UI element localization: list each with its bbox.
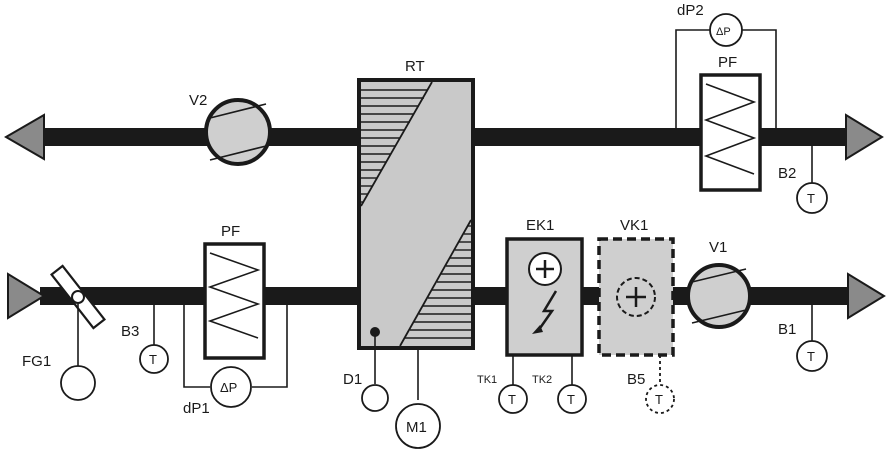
label-v1: V1 [709, 239, 727, 256]
filter-top: ΔP dP2 PF [675, 2, 777, 192]
heat-exchanger-icon [357, 78, 475, 350]
electric-heater-icon [505, 237, 584, 357]
pressure-symbol: ΔP [220, 380, 237, 395]
pressure-sensor-icon [709, 13, 743, 47]
fan-v1: V1 [686, 239, 752, 329]
arrow-right-icon [847, 272, 886, 320]
temperature-sensor-icon [557, 384, 587, 414]
motor-label: M1 [406, 419, 427, 436]
label-vk1: VK1 [620, 217, 648, 234]
temp-symbol: T [807, 349, 815, 364]
temp-symbol: T [807, 191, 815, 206]
label-tk1: TK1 [477, 374, 497, 386]
label-b3: B3 [121, 323, 139, 340]
heat-exchanger-rt: RT [357, 58, 475, 350]
label-b5: B5 [627, 371, 645, 388]
label-b1: B1 [778, 321, 796, 338]
label-dp2: dP2 [677, 2, 704, 19]
filter-icon [203, 242, 266, 360]
arrow-left-icon [845, 113, 884, 161]
motor-icon [395, 403, 441, 449]
fan-icon [686, 263, 752, 329]
label-d1: D1 [343, 371, 362, 388]
label-pf-bottom: PF [221, 223, 240, 240]
damper-fg1: FG1 [22, 264, 106, 401]
label-ek1: EK1 [526, 217, 554, 234]
label-dp1: dP1 [183, 400, 210, 417]
damper-sensor-d1 [361, 384, 389, 412]
electric-heater-ek1: EK1 [505, 217, 584, 357]
arrow-right-icon [7, 272, 46, 320]
filter-bottom: PF ΔP dP1 [183, 223, 288, 417]
temp-symbol: T [567, 392, 575, 407]
label-fg1: FG1 [22, 353, 51, 370]
temperature-sensor-icon [498, 384, 528, 414]
fan-v2: V2 [189, 92, 272, 166]
pressure-sensor-icon [210, 366, 252, 408]
temperature-sensor-icon [645, 384, 675, 414]
temp-symbol: T [149, 352, 157, 367]
temp-symbol: T [508, 392, 516, 407]
pressure-symbol: ΔP [716, 26, 731, 38]
fan-icon [204, 98, 272, 166]
temperature-sensor-icon [139, 344, 169, 374]
damper-actuator [60, 365, 96, 401]
label-pf-top: PF [718, 54, 737, 71]
temperature-sensor-icon [796, 340, 828, 372]
temperature-sensor-icon [796, 182, 828, 214]
label-rt: RT [405, 58, 425, 75]
temp-symbol: T [655, 392, 663, 407]
label-v2: V2 [189, 92, 207, 109]
filter-icon [699, 73, 762, 192]
arrow-left-icon [4, 113, 45, 161]
water-heater-vk1: VK1 [597, 217, 675, 357]
label-b2: B2 [778, 165, 796, 182]
label-tk2: TK2 [532, 374, 552, 386]
